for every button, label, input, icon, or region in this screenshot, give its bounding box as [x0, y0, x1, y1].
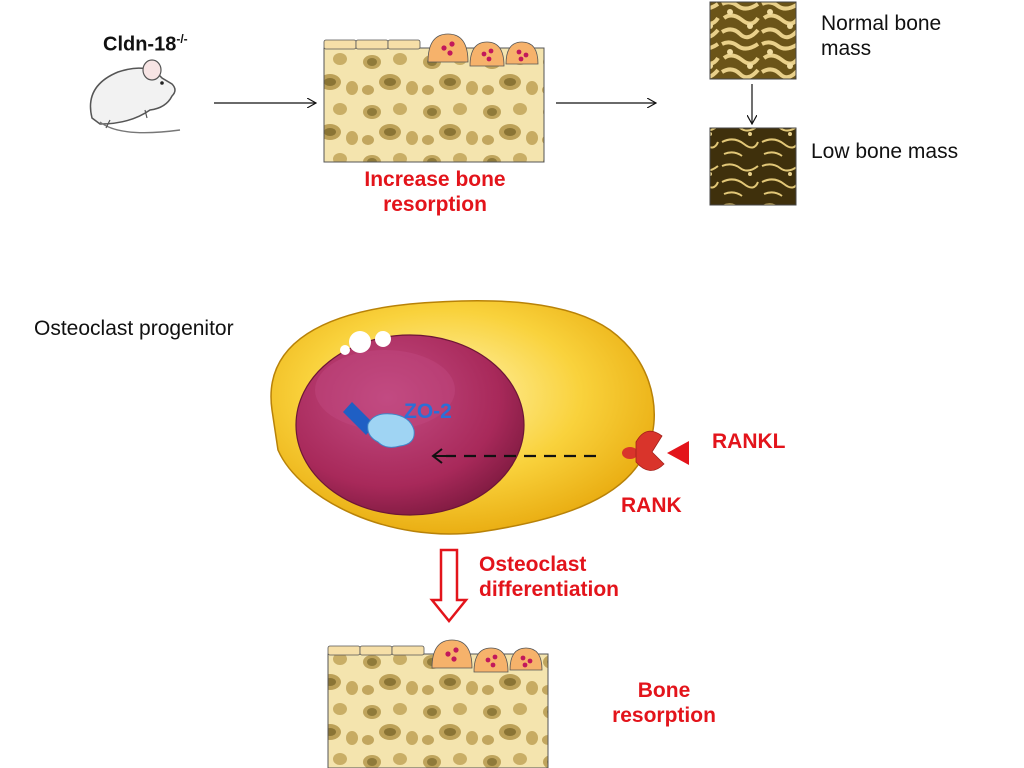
- rank-receptor-icon: [622, 430, 665, 471]
- rank-signal-arrow: [431, 448, 596, 464]
- mouse-label-text: Cldn-18: [103, 33, 177, 56]
- bottom-bone-caption: Bone resorption: [590, 679, 738, 729]
- zo2-protein-icon: [343, 402, 415, 448]
- osteoclast-progenitor-cell: [270, 299, 655, 535]
- top-bone-block: [323, 33, 545, 163]
- low-bone-label: Low bone mass: [811, 140, 959, 163]
- bottom-bone-caption-line-1: Bone: [637, 679, 691, 702]
- bottom-bone-caption-line-2: resorption: [612, 703, 716, 727]
- normal-bone-label-line-2: mass: [821, 36, 872, 60]
- differentiation-label-line-1: Osteoclast: [479, 553, 587, 576]
- osteoclast-cells-icon-bottom: [431, 639, 543, 673]
- osteoclast-cells-icon: [427, 33, 539, 67]
- normal-bone-image: [709, 1, 797, 80]
- top-bone-caption-line-2: resorption: [383, 192, 487, 216]
- progenitor-label: Osteoclast progenitor: [34, 317, 234, 340]
- top-bone-caption: Increase bone resorption: [330, 168, 540, 218]
- vesicles: [340, 331, 391, 355]
- low-bone-image: [709, 127, 797, 206]
- top-bone-caption-line-1: Increase bone: [364, 168, 506, 191]
- bottom-bone-block: [327, 639, 549, 768]
- rankl-label: RANKL: [712, 430, 786, 453]
- differentiation-label: Osteoclast differentiation: [479, 553, 619, 603]
- rankl-ligand-icon: [667, 441, 689, 465]
- differentiation-arrow: [429, 548, 469, 623]
- normal-bone-label: Normal bone mass: [821, 12, 941, 62]
- differentiation-label-line-2: differentiation: [479, 577, 619, 601]
- mouse-icon: [89, 59, 181, 134]
- rank-label: RANK: [621, 494, 682, 517]
- normal-bone-label-line-1: Normal bone: [821, 12, 942, 35]
- mouse-label: Cldn-18-/-: [103, 32, 188, 57]
- mouse-label-superscript: -/-: [176, 32, 188, 46]
- zo2-label: ZO-2: [404, 400, 452, 423]
